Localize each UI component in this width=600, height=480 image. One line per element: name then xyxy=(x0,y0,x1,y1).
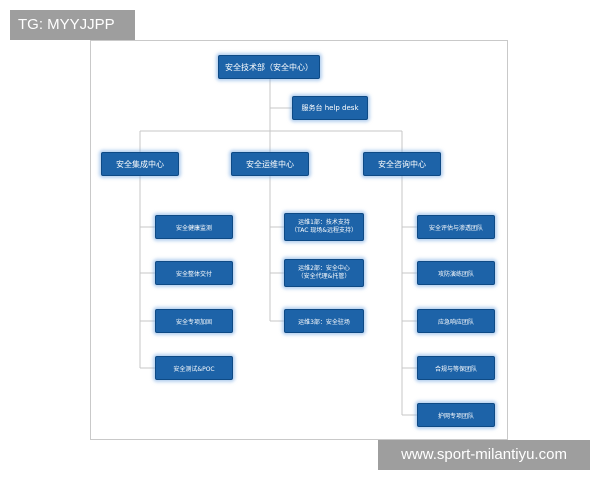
dept-operations-node: 安全运维中心 xyxy=(231,152,309,176)
integration-item-node: 安全健康监测 xyxy=(155,215,233,239)
operations-item-node: 运维3部：安全驻场 xyxy=(284,309,364,333)
integration-item-node: 安全整体交付 xyxy=(155,261,233,285)
integration-item-node: 安全专项加固 xyxy=(155,309,233,333)
operations-item-subtitle: （安全代理&托管） xyxy=(297,273,351,280)
corner-tag: TG: MYYJJPP xyxy=(10,10,135,40)
dept-consulting-node: 安全咨询中心 xyxy=(363,152,441,176)
watermark-banner: www.sport-milantiyu.com xyxy=(378,440,590,470)
consulting-item-node: 安全评估与渗透团队 xyxy=(417,215,495,239)
operations-item-title: 运维2部：安全中心 xyxy=(298,264,350,272)
root-node: 安全技术部（安全中心） xyxy=(218,55,320,79)
consulting-item-node: 合规与等保团队 xyxy=(417,356,495,380)
operations-item-node: 运维2部：安全中心 （安全代理&托管） xyxy=(284,259,364,287)
consulting-item-node: 护网专项团队 xyxy=(417,403,495,427)
operations-item-node: 运维1部：技术支持 （TAC 现场&远程支持） xyxy=(284,213,364,241)
consulting-item-node: 攻防演练团队 xyxy=(417,261,495,285)
helpdesk-node: 服务台 help desk xyxy=(292,96,368,120)
dept-integration-node: 安全集成中心 xyxy=(101,152,179,176)
integration-item-node: 安全测试&POC xyxy=(155,356,233,380)
consulting-item-node: 应急响应团队 xyxy=(417,309,495,333)
operations-item-title: 运维1部：技术支持 xyxy=(298,218,350,226)
operations-item-subtitle: （TAC 现场&远程支持） xyxy=(291,227,357,234)
